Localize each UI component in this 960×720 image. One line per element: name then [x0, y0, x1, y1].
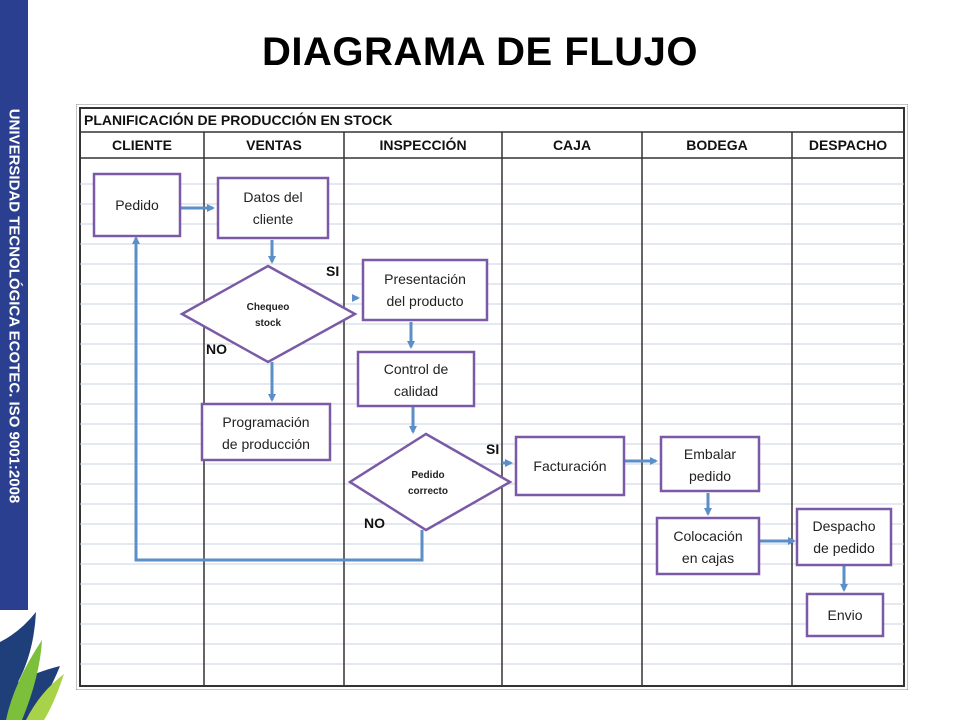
page-title: DIAGRAMA DE FLUJO [262, 30, 698, 74]
lane-header-bodega: BODEGA [686, 137, 747, 153]
node-pedidocorrecto-line1: Pedido [411, 470, 444, 481]
decision-shapes [179, 264, 513, 532]
node-embalar [659, 435, 761, 493]
process-boxes [92, 172, 893, 638]
node-facturacion [514, 435, 626, 497]
node-colocacion-line1: Colocación [673, 528, 742, 544]
lane-header-despacho: DESPACHO [809, 137, 887, 153]
node-envio-label: Envio [827, 607, 862, 623]
node-programacion [200, 402, 332, 462]
node-embalar-line1: Embalar [684, 446, 736, 462]
node-datos-line2: cliente [253, 211, 294, 227]
university-logo [0, 612, 64, 720]
node-control-line2: calidad [394, 383, 438, 399]
node-facturacion-label: Facturación [533, 458, 606, 474]
node-chequeo-line1: Chequeo [247, 302, 290, 313]
node-colocacion [655, 516, 761, 576]
branch-no-chequeo: NO [206, 341, 227, 357]
node-pedido-label: Pedido [115, 197, 159, 213]
node-despacho [795, 507, 893, 567]
node-chequeo-line2: stock [255, 318, 282, 329]
node-chequeo-stock [179, 264, 358, 364]
node-programacion-line1: Programación [222, 414, 309, 430]
arrow-rechazo-pedido [132, 236, 424, 562]
node-presentacion [361, 258, 489, 322]
node-datos-cliente [216, 176, 330, 240]
connectors [132, 204, 848, 592]
sidebar-band: UNIVERSIDAD TECNOLÓGICA ECOTEC. ISO 9001… [0, 0, 28, 610]
node-presentacion-line1: Presentación [384, 271, 466, 287]
sidebar-text: UNIVERSIDAD TECNOLÓGICA ECOTEC. ISO 9001… [5, 108, 23, 504]
lane-header-cliente: CLIENTE [112, 137, 172, 153]
node-pedidocorrecto-line2: correcto [408, 486, 448, 497]
node-control-line1: Control de [384, 361, 449, 377]
node-despacho-line1: Despacho [812, 518, 875, 534]
diagram-heading: PLANIFICACIÓN DE PRODUCCIÓN EN STOCK [84, 111, 393, 128]
node-pedido-correcto [347, 432, 513, 532]
branch-si-pedido: SI [486, 441, 499, 457]
node-datos-line1: Datos del [243, 189, 302, 205]
branch-si-chequeo: SI [326, 263, 339, 279]
lane-headers: CLIENTE VENTAS INSPECCIÓN CAJA BODEGA DE… [112, 136, 887, 153]
node-envio [805, 592, 885, 638]
lane-header-ventas: VENTAS [246, 137, 302, 153]
node-programacion-line2: de producción [222, 436, 310, 452]
node-control [356, 350, 476, 408]
lane-header-inspeccion: INSPECCIÓN [379, 136, 466, 153]
node-despacho-line2: de pedido [813, 540, 875, 556]
node-colocacion-line2: en cajas [682, 550, 734, 566]
node-presentacion-line2: del producto [386, 293, 463, 309]
branch-no-pedido: NO [364, 515, 385, 531]
node-pedido [92, 172, 182, 238]
lane-header-caja: CAJA [553, 137, 591, 153]
node-embalar-line2: pedido [689, 468, 731, 484]
flowchart: PLANIFICACIÓN DE PRODUCCIÓN EN STOCK CLI… [76, 104, 908, 690]
